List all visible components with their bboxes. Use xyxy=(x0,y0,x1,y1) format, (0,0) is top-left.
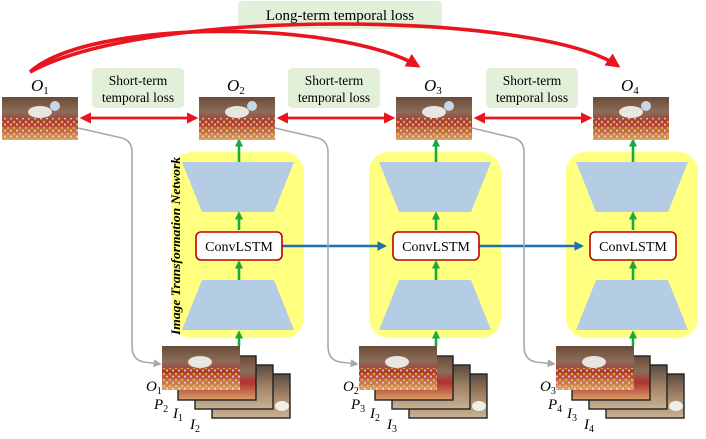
short-term-loss-line1-1: Short-term xyxy=(109,73,168,88)
long-term-arrow-o4 xyxy=(29,22,621,74)
feedback-connector-3 xyxy=(471,127,556,368)
output-image-1 xyxy=(2,97,78,140)
input-labels-1: O1 P2 I1 I2 xyxy=(146,379,200,435)
encoder-trapezoid-2 xyxy=(379,280,491,330)
convlstm-box-1 xyxy=(195,231,283,261)
output-label-3: O3 xyxy=(424,76,442,97)
short-term-loss-line1-2: Short-term xyxy=(305,73,364,88)
short-term-loss-line2-3: temporal loss xyxy=(496,90,568,105)
output-label-2: O2 xyxy=(227,76,245,97)
convlstm-label-3: ConvLSTM xyxy=(599,240,667,255)
input-label-3-2: I3 xyxy=(566,406,577,424)
short-term-loss-line1-3: Short-term xyxy=(503,73,562,88)
input-label-1-3: I2 xyxy=(189,417,200,434)
output-label-1: O1 xyxy=(31,76,49,97)
input-labels-2: O2 P3 I2 I3 xyxy=(343,379,397,435)
convlstm-label-2: ConvLSTM xyxy=(402,240,470,255)
long-term-arrow-o3 xyxy=(28,29,421,74)
convlstm-box-3 xyxy=(589,231,677,261)
long-term-loss-box xyxy=(238,1,442,29)
output-image-4 xyxy=(593,97,669,140)
convlstm-label-1: ConvLSTM xyxy=(205,240,273,255)
input-label-2-1: P3 xyxy=(350,397,365,415)
short-term-loss-box-3 xyxy=(486,68,578,108)
input-labels-3: O3 P4 I3 I4 xyxy=(540,379,594,435)
input-label-2-3: I3 xyxy=(386,417,397,434)
encoder-trapezoid-1 xyxy=(182,280,294,330)
input-label-2-2: I2 xyxy=(369,406,380,424)
output-image-3 xyxy=(396,97,472,140)
input-label-3-3: I4 xyxy=(583,417,594,434)
short-term-loss-box-2 xyxy=(288,68,380,108)
feedback-connector-1 xyxy=(77,127,162,368)
feedback-connector-2 xyxy=(274,127,359,368)
network-label: Image Transformation Network xyxy=(168,156,183,336)
decoder-trapezoid-2 xyxy=(379,162,491,212)
long-term-loss-label: Long-term temporal loss xyxy=(266,8,414,24)
input-label-1-0: O1 xyxy=(146,379,162,397)
short-term-loss-box-1 xyxy=(92,68,184,108)
output-label-4: O4 xyxy=(621,76,639,97)
short-term-loss-line2-1: temporal loss xyxy=(102,90,174,105)
encoder-trapezoid-3 xyxy=(576,280,688,330)
decoder-trapezoid-3 xyxy=(576,162,688,212)
input-label-2-0: O2 xyxy=(343,379,359,397)
input-label-3-1: P4 xyxy=(547,397,562,415)
input-label-3-0: O3 xyxy=(540,379,556,397)
short-term-loss-line2-2: temporal loss xyxy=(298,90,370,105)
output-image-2 xyxy=(199,97,275,140)
decoder-trapezoid-1 xyxy=(182,162,294,212)
input-label-1-2: I1 xyxy=(172,406,183,424)
convlstm-box-2 xyxy=(392,231,480,261)
input-stack-3 xyxy=(556,346,685,419)
input-label-1-1: P2 xyxy=(153,397,168,415)
input-stack-1 xyxy=(162,346,291,419)
input-stack-2 xyxy=(359,346,488,419)
